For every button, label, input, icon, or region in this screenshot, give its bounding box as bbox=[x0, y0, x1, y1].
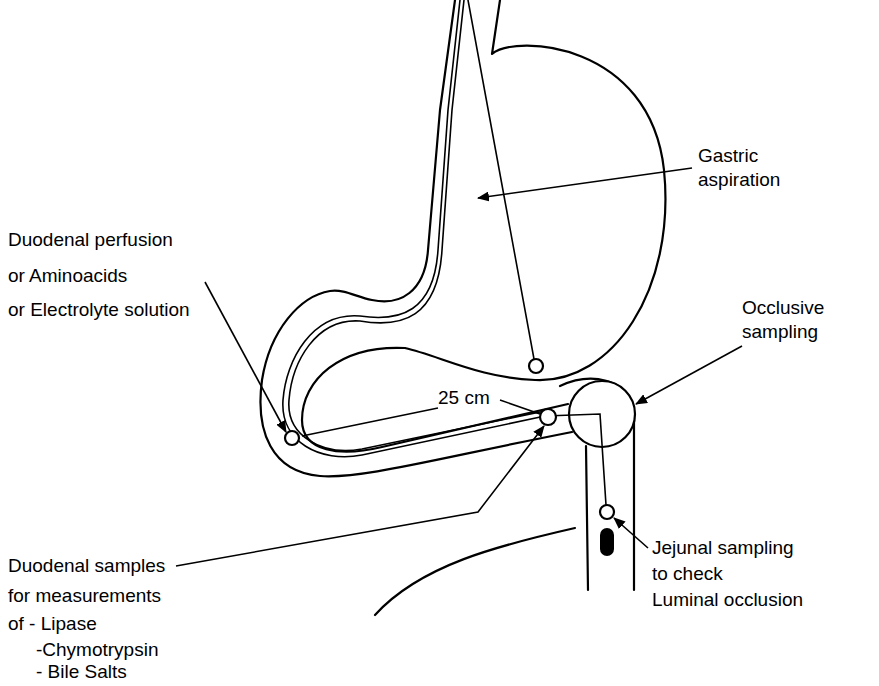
annotation-label: or Aminoacids bbox=[8, 264, 127, 288]
annotation-label: Jejunal sampling bbox=[652, 536, 794, 560]
leader-line bbox=[302, 408, 438, 436]
annotation-label: or Electrolyte solution bbox=[8, 298, 190, 322]
jejunum-outline bbox=[560, 379, 634, 590]
stomach-outline bbox=[302, 0, 665, 452]
leader-line bbox=[500, 400, 540, 414]
annotation-label: Occlusive sampling bbox=[742, 296, 862, 344]
tube-weight bbox=[600, 528, 614, 556]
intestinal-tube bbox=[283, 0, 606, 505]
annotation-label: Duodenal perfusion bbox=[8, 228, 173, 252]
annotation-label: Gastric aspiration bbox=[698, 144, 818, 192]
annotation-label: - Bile Salts bbox=[36, 660, 127, 684]
aspiration-port bbox=[529, 359, 543, 373]
intestinal-tube bbox=[289, 0, 545, 450]
gastric-tube bbox=[468, 0, 534, 359]
leader-line bbox=[205, 282, 286, 432]
annotation-label: for measurements bbox=[8, 584, 161, 608]
leader-line bbox=[176, 426, 544, 566]
perfusion-port bbox=[285, 431, 299, 445]
leader-line bbox=[478, 168, 692, 198]
sampling-port bbox=[540, 409, 556, 425]
annotation-label: -Chymotrypsin bbox=[36, 638, 158, 662]
leader-line bbox=[614, 518, 648, 548]
leader-line bbox=[636, 346, 742, 404]
annotation-label: 25 cm bbox=[438, 386, 490, 410]
duodenum-outline bbox=[260, 0, 572, 476]
bowel-loop bbox=[375, 528, 575, 615]
annotation-label: Luminal occlusion bbox=[652, 588, 803, 612]
annotation-label: Duodenal samples bbox=[8, 554, 165, 578]
annotation-label: to check bbox=[652, 562, 723, 586]
jejunum-outline bbox=[586, 446, 588, 590]
jejunal-port bbox=[600, 505, 614, 519]
annotation-label: of - Lipase bbox=[8, 612, 97, 636]
